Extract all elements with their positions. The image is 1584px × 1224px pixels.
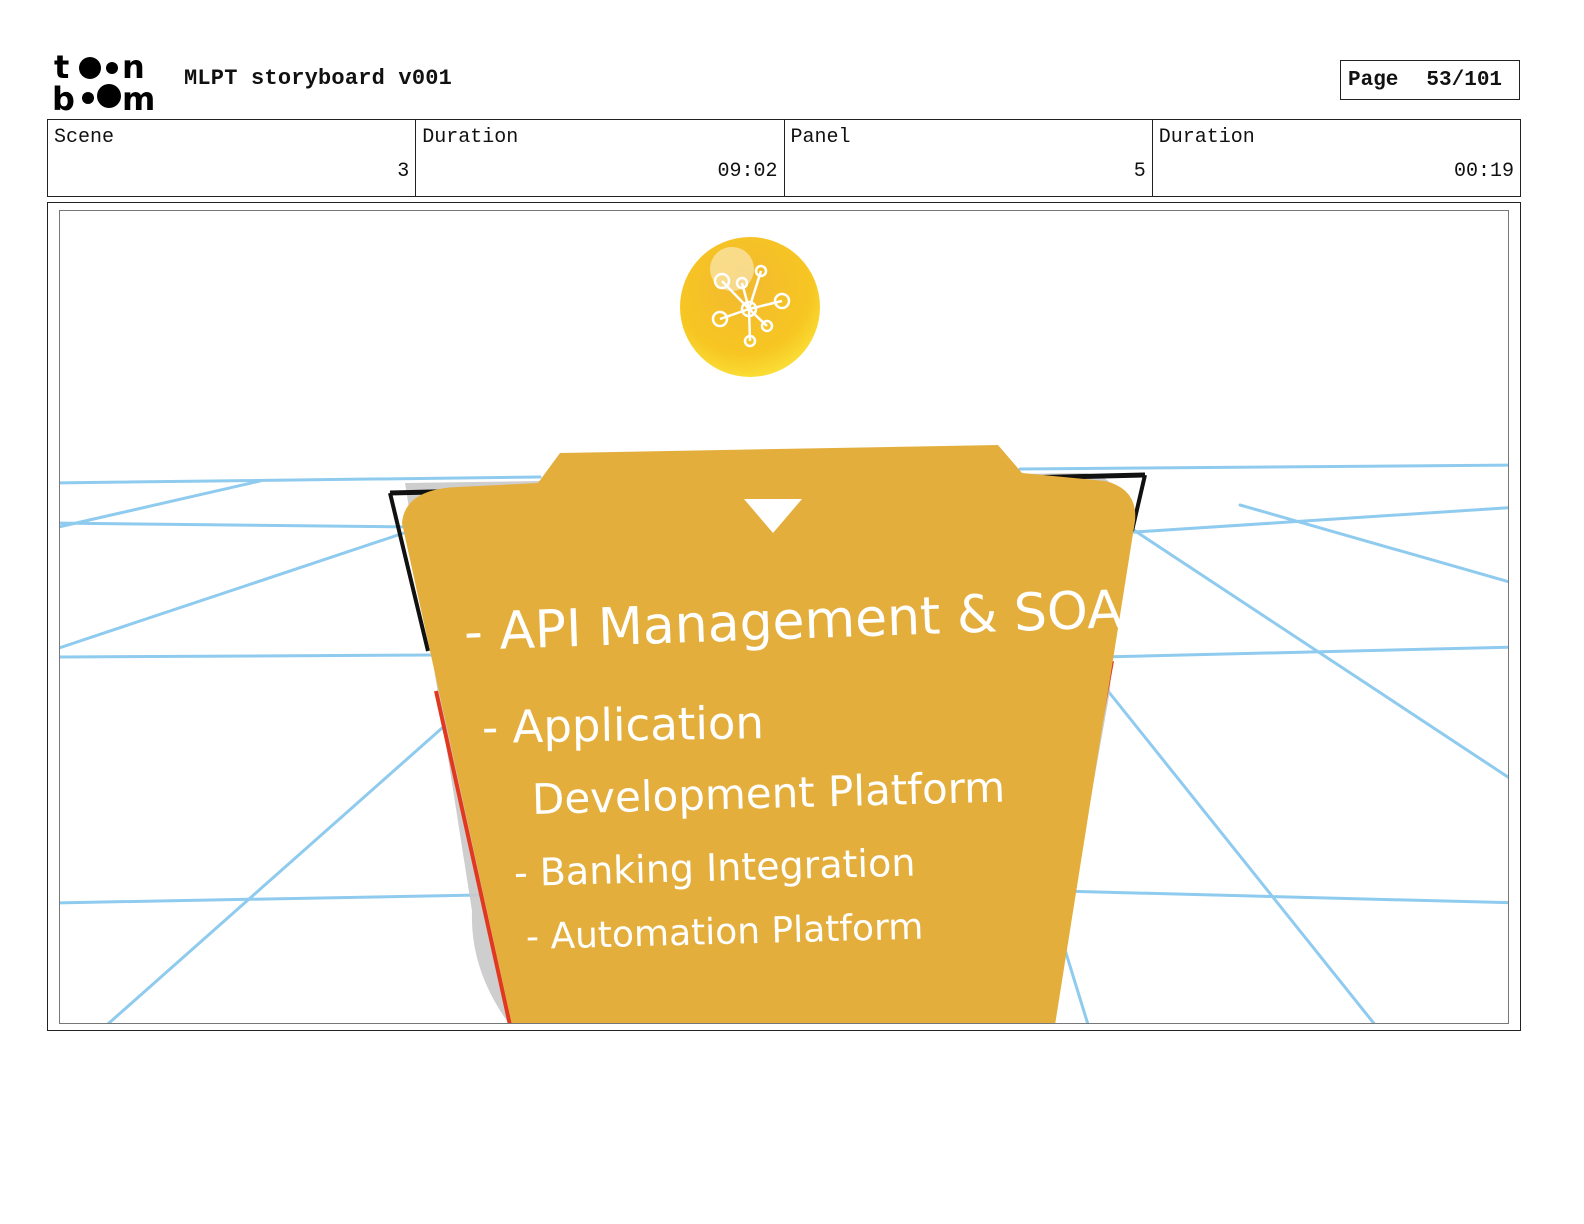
panel-artwork	[60, 237, 1508, 1023]
card-shape	[402, 445, 1136, 1023]
panel-cell: Panel 5	[785, 120, 1153, 196]
svg-text:n: n	[122, 50, 145, 86]
toon-boom-logo: t n b m	[52, 50, 155, 112]
page-number: 53/101	[1426, 68, 1503, 92]
svg-text:b: b	[52, 80, 75, 112]
scene-duration-label: Duration	[422, 126, 519, 149]
card-line-application: - Application	[481, 696, 765, 754]
scene-info-table: Scene 3 Duration 09:02 Panel 5 Duration …	[47, 119, 1521, 197]
down-triangle-icon	[744, 499, 802, 533]
sketch-lines	[60, 463, 1508, 1023]
scene-duration-value: 09:02	[717, 160, 778, 183]
panel-duration-value: 00:19	[1453, 160, 1514, 183]
scene-duration-cell: Duration 09:02	[416, 120, 785, 196]
svg-text:m: m	[122, 80, 155, 112]
panel-label: Panel	[790, 126, 851, 149]
panel-duration-label: Duration	[1158, 126, 1255, 149]
network-nodes-icon	[680, 237, 820, 377]
panel-duration-cell: Duration 00:19	[1153, 120, 1520, 196]
panel-frame	[47, 202, 1521, 1031]
document-title: MLPT storyboard v001	[184, 66, 453, 91]
page-indicator: Page 53/101	[1340, 60, 1520, 100]
panel-image: - API Management & SOA - Application Dev…	[59, 210, 1509, 1024]
svg-text:t: t	[54, 50, 69, 86]
scene-cell: Scene 3	[48, 120, 417, 196]
scene-label: Scene	[54, 126, 115, 149]
scene-value: 3	[397, 160, 410, 183]
panel-value: 5	[1133, 160, 1146, 183]
page-label: Page	[1348, 68, 1399, 92]
